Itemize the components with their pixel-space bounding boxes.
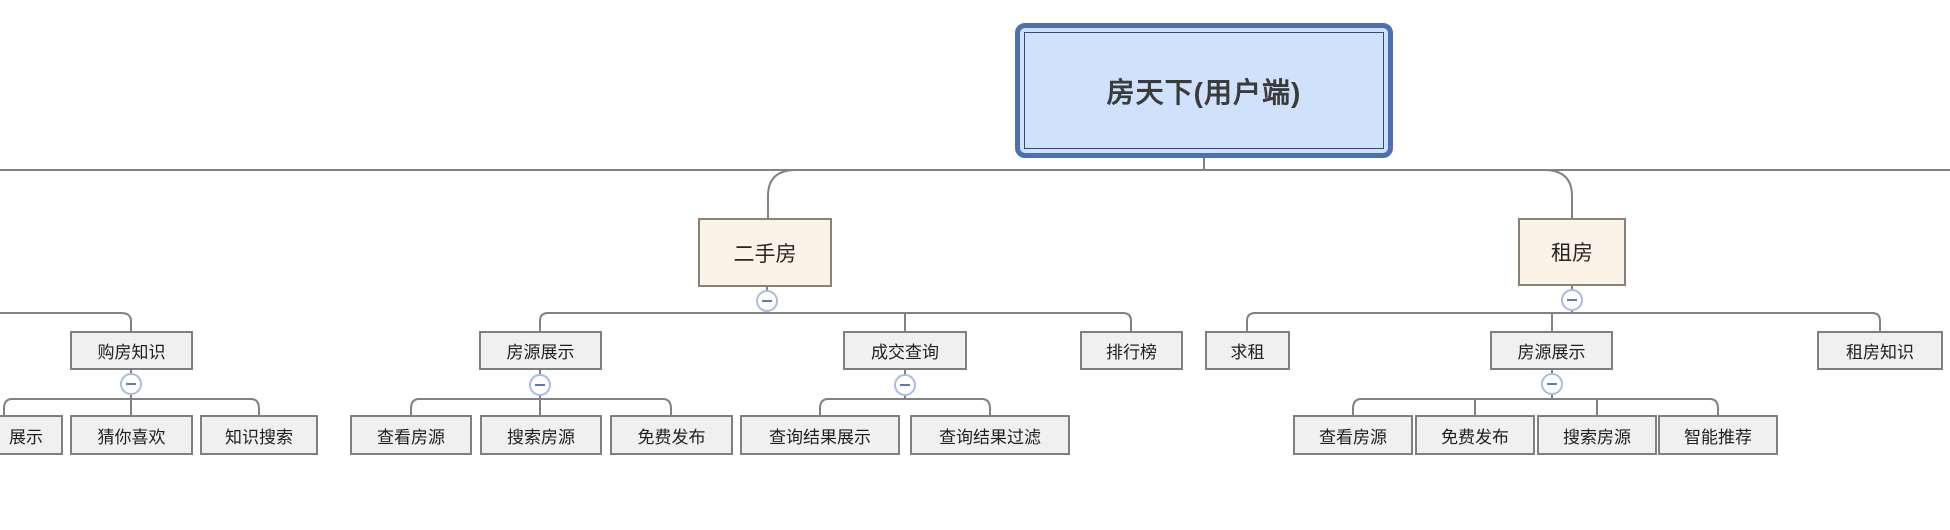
topic-free-publish-renting[interactable]: 免费发布 xyxy=(1415,415,1535,455)
branch-renting[interactable]: 租房 xyxy=(1518,218,1626,286)
topic-ranking[interactable]: 排行榜 xyxy=(1080,331,1183,370)
topic-free-publish-secondhand[interactable]: 免费发布 xyxy=(610,415,733,455)
topic-guess-you-like[interactable]: 猜你喜欢 xyxy=(70,415,193,455)
topic-search-listings-secondhand[interactable]: 搜索房源 xyxy=(480,415,602,455)
topic-renting-knowledge[interactable]: 租房知识 xyxy=(1817,331,1943,370)
root-topic[interactable]: 房天下(用户端) xyxy=(1015,23,1393,158)
topic-query-result-filter[interactable]: 查询结果过滤 xyxy=(910,415,1070,455)
topic-query-result-display[interactable]: 查询结果展示 xyxy=(740,415,900,455)
connector-transaction-bracket xyxy=(819,398,991,415)
topic-knowledge-search[interactable]: 知识搜索 xyxy=(200,415,318,455)
topic-transaction-query[interactable]: 成交查询 xyxy=(843,331,967,370)
topic-buying-knowledge[interactable]: 购房知识 xyxy=(70,331,193,370)
connector-secondhand-bracket xyxy=(539,312,1132,331)
connector-listing-renting-bracket xyxy=(1352,398,1719,415)
connector-renting-bracket xyxy=(1246,312,1881,331)
topic-view-listings-renting[interactable]: 查看房源 xyxy=(1293,415,1413,455)
branch-secondhand-house[interactable]: 二手房 xyxy=(698,218,832,287)
collapse-icon[interactable] xyxy=(1561,289,1583,311)
connector-listing-secondhand-bracket xyxy=(410,398,672,415)
topic-rent-request[interactable]: 求租 xyxy=(1205,331,1290,370)
topic-listing-display-renting[interactable]: 房源展示 xyxy=(1490,331,1613,370)
topic-search-listings-renting[interactable]: 搜索房源 xyxy=(1537,415,1657,455)
topic-listing-display-secondhand[interactable]: 房源展示 xyxy=(479,331,602,370)
connector-branch-renting xyxy=(1543,169,1573,218)
root-topic-label: 房天下(用户端) xyxy=(1024,32,1384,149)
connector-offscreen-bracket xyxy=(0,312,132,331)
collapse-icon[interactable] xyxy=(120,373,142,395)
topic-view-listings-secondhand[interactable]: 查看房源 xyxy=(350,415,472,455)
topic-smart-recommend[interactable]: 智能推荐 xyxy=(1658,415,1778,455)
collapse-icon[interactable] xyxy=(756,290,778,312)
connector-branch-secondhand xyxy=(767,169,797,218)
topic-knowledge-display-cut[interactable]: 展示 xyxy=(0,415,63,455)
collapse-icon[interactable] xyxy=(1541,373,1563,395)
connector-knowledge-bracket xyxy=(3,398,260,415)
collapse-icon[interactable] xyxy=(894,374,916,396)
collapse-icon[interactable] xyxy=(529,374,551,396)
